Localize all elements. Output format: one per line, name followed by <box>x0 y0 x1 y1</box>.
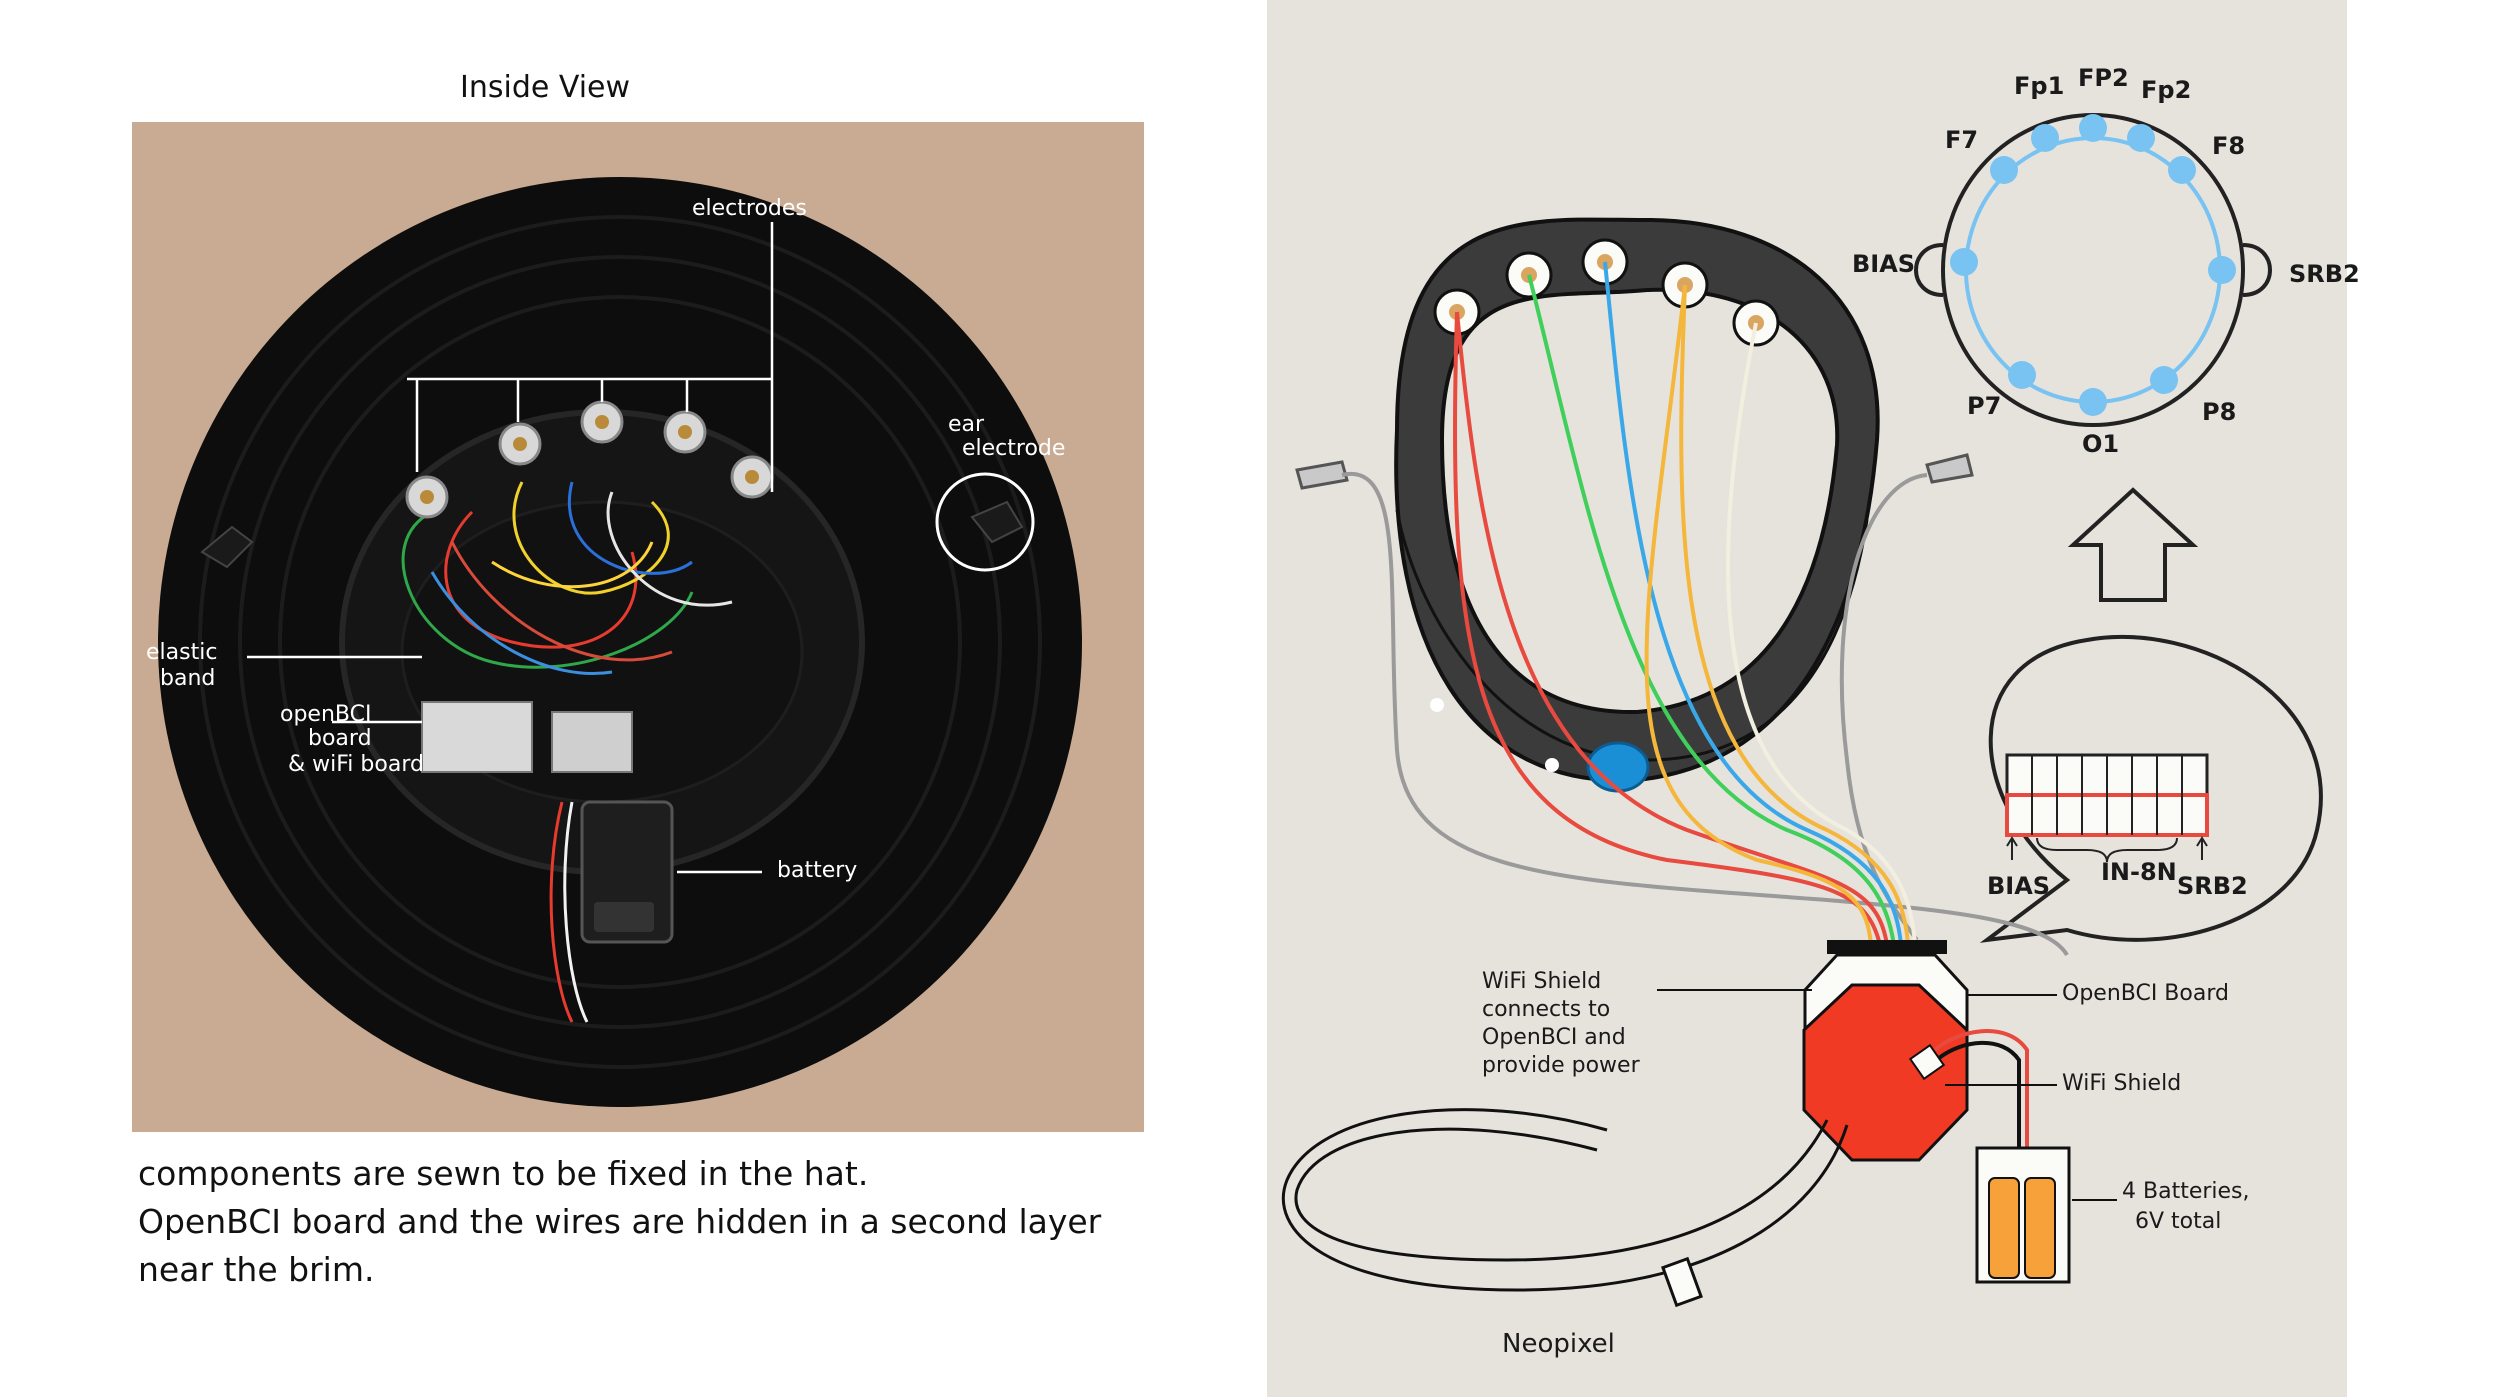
headband <box>1394 217 1880 793</box>
header-label-srb2: SRB2 <box>2177 872 2248 900</box>
ear-electrode-label-1: ear <box>948 412 985 437</box>
right-ear-clip-drawing <box>1925 453 1974 484</box>
electrode-label-fp2: Fp2 <box>2141 76 2192 104</box>
wifi-shield-label: WiFi Shield <box>2062 1071 2182 1096</box>
photo-caption: components are sewn to be fixed in the h… <box>138 1150 1188 1294</box>
ear-electrode-circle <box>935 472 1035 572</box>
battery-label: battery <box>777 858 858 883</box>
openbci-board-label-2: board <box>308 726 372 751</box>
electrode-wires <box>1452 261 1917 946</box>
electrode-label-bias: BIAS <box>1852 250 1916 278</box>
hat-inside-photo: electrodes ear electrode elastic band op… <box>132 122 1144 1132</box>
up-arrow <box>2067 487 2199 602</box>
wifi-note-4: provide power <box>1482 1053 1640 1078</box>
wifi-note-1: WiFi Shield <box>1482 969 1602 994</box>
caption-line-3: near the brim. <box>138 1250 375 1289</box>
electrode-label-fp1: Fp1 <box>2014 72 2065 100</box>
head-map <box>1914 113 2272 427</box>
wire-tangle <box>401 481 733 675</box>
electrode-label-o1: O1 <box>2082 430 2120 458</box>
diagram-panel: Fp1 FP2 Fp2 F7 F8 BIAS SRB2 P7 P8 O1 BIA… <box>1267 0 2360 1397</box>
neopixel-label: Neopixel <box>1502 1329 1615 1359</box>
electrode-label-srb2: SRB2 <box>2289 260 2360 288</box>
openbci-board-label: OpenBCI Board <box>2062 981 2229 1006</box>
openbci-board-label-1: openBCI <box>280 702 372 727</box>
electrode-label-f8: F8 <box>2212 132 2246 160</box>
electrode-label-f7: F7 <box>1945 126 1979 154</box>
caption-line-1: components are sewn to be fixed in the h… <box>138 1154 869 1193</box>
left-ear-clip-drawing <box>1295 460 1349 490</box>
caption-line-2: OpenBCI board and the wires are hidden i… <box>138 1202 1102 1241</box>
electrode-label-fp2-center: FP2 <box>2078 64 2129 92</box>
right-ear-clip <box>970 500 1024 544</box>
elastic-band-label-2: band <box>160 666 216 691</box>
electrodes-label: electrodes <box>692 196 807 221</box>
electrode-label-p7: P7 <box>1967 392 2002 420</box>
batteries-label-2: 6V total <box>2135 1209 2222 1234</box>
openbci-board-drawing <box>1802 940 2029 1162</box>
openbci-board-label-3: & wiFi board <box>288 752 424 777</box>
elastic-band-label-1: elastic <box>146 640 218 665</box>
header-label-bias: BIAS <box>1987 872 2051 900</box>
wifi-note-2: connects to <box>1482 997 1611 1022</box>
electrode-label-p8: P8 <box>2202 398 2237 426</box>
neopixel-strip <box>1281 1108 1849 1308</box>
wifi-note-3: OpenBCI and <box>1482 1025 1626 1050</box>
ear-electrode-label-2: electrode <box>962 436 1066 461</box>
header-label-in-8n: IN-8N <box>2101 858 2177 886</box>
openbci-board-photo <box>421 701 533 773</box>
pin-header <box>2005 753 2209 863</box>
left-ear-clip <box>200 525 254 569</box>
inside-view-title: Inside View <box>460 70 631 105</box>
batteries-label-1: 4 Batteries, <box>2122 1179 2250 1204</box>
battery-drawing <box>1975 1146 2071 1284</box>
